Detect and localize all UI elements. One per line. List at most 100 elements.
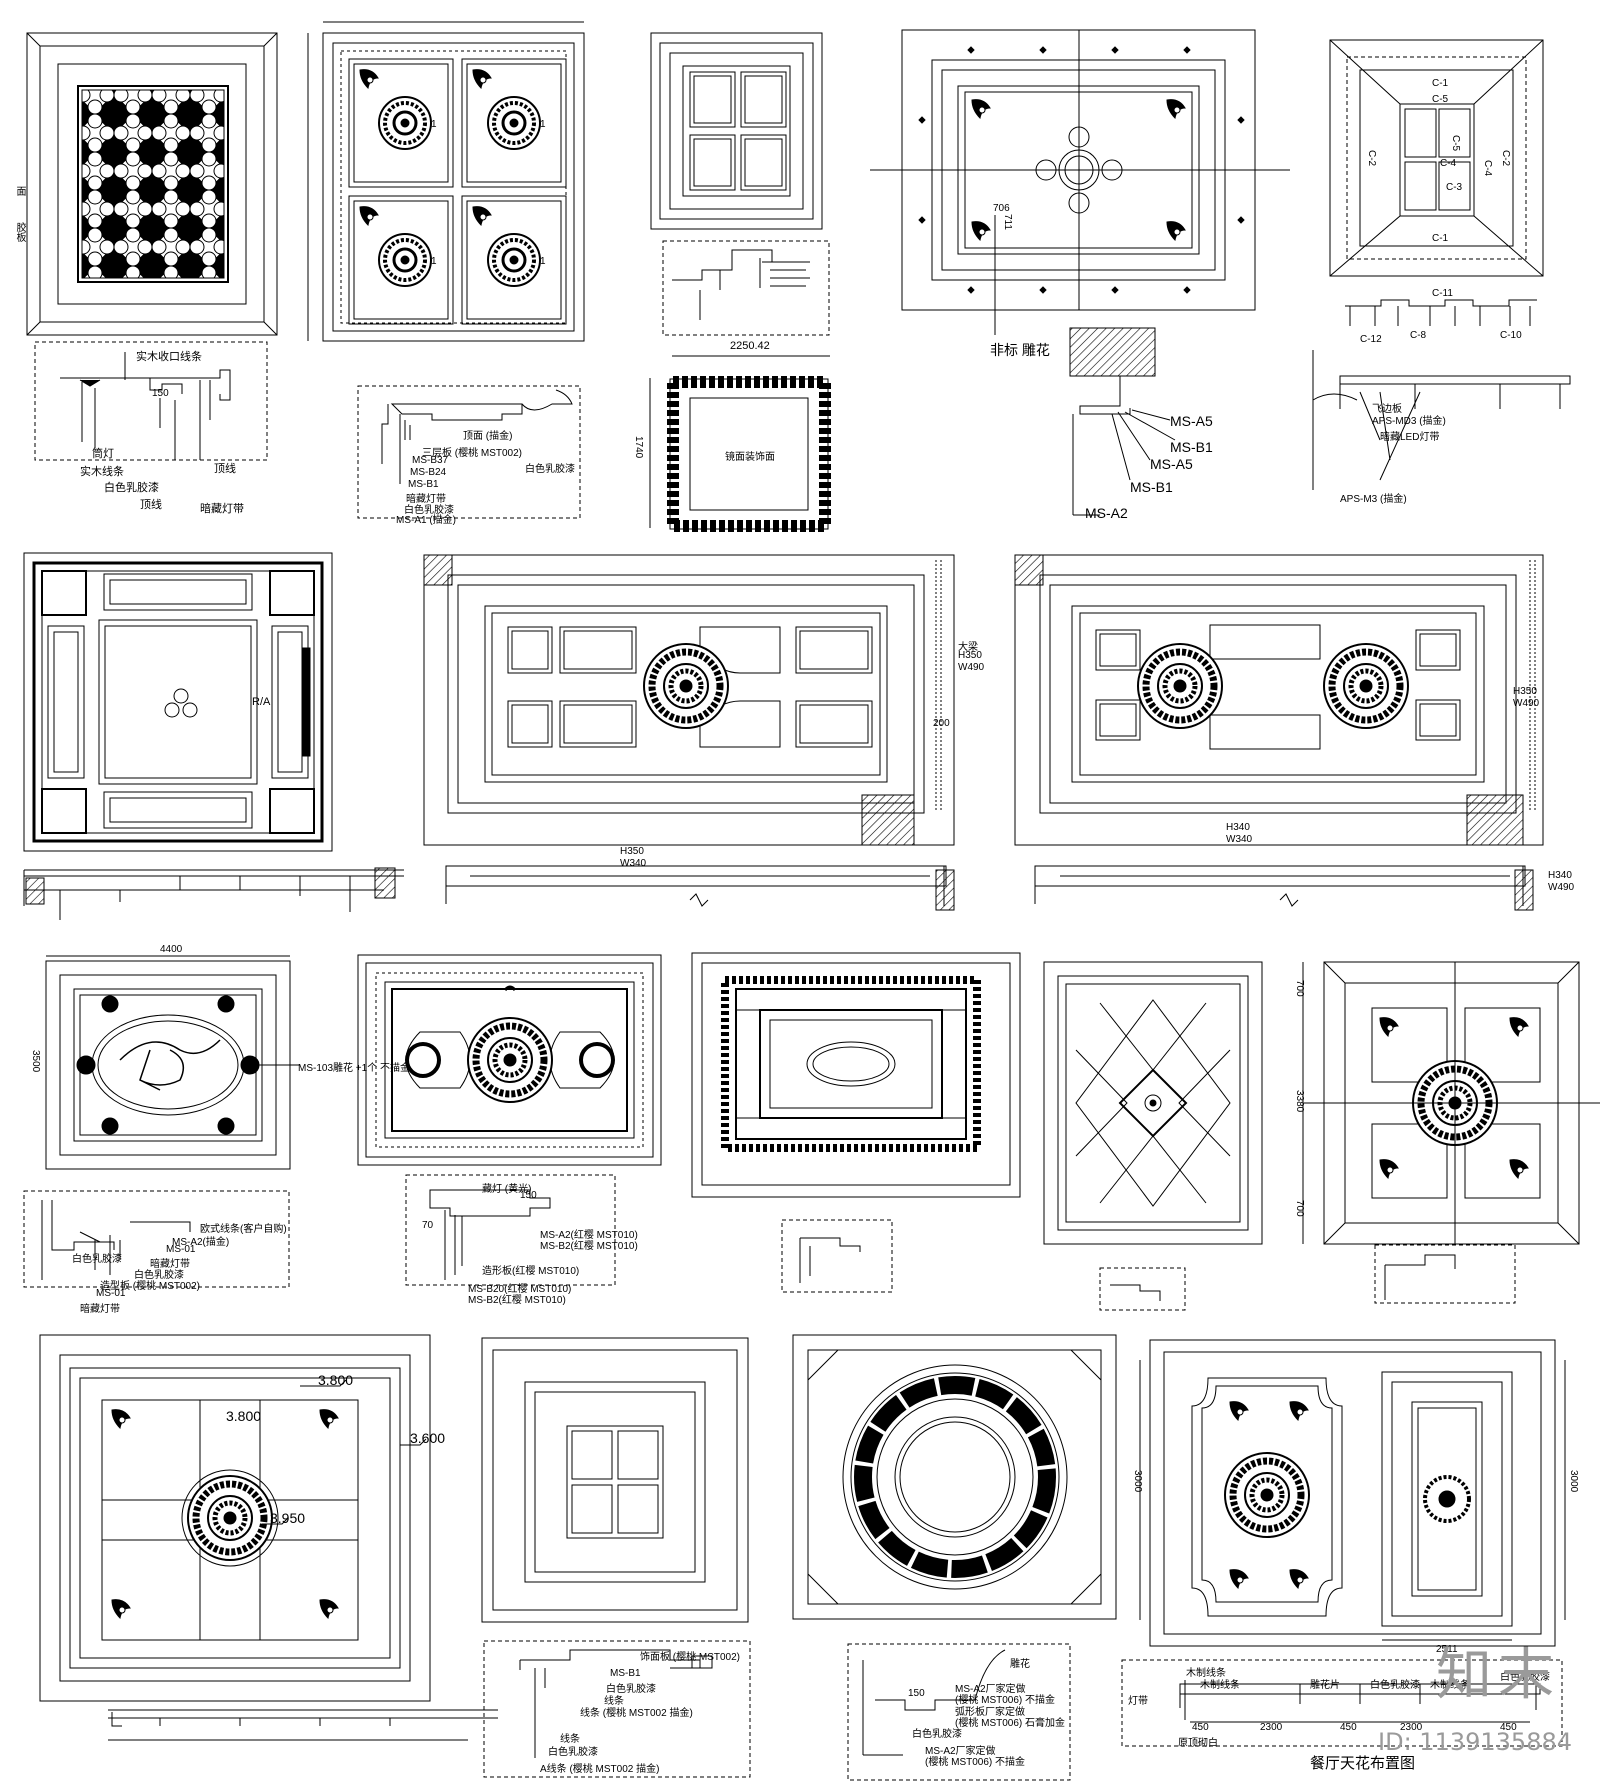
- num-1: 1: [431, 119, 437, 130]
- caption-dining-ceiling: 餐厅天花布置图: [1310, 1754, 1416, 1772]
- dim-706: 706: [993, 203, 1010, 214]
- section-elevation-coffer-detail: [108, 1709, 498, 1741]
- section-small-grid-detail: [483, 1640, 751, 1778]
- label-ms-a2-custom-b: MS-A2厂家定做: [925, 1746, 996, 1757]
- label-fly-board: 飞边板: [1372, 404, 1402, 415]
- section-square-classic-detail: [23, 867, 404, 920]
- label-carving: 雕花: [1010, 1659, 1030, 1670]
- label-cove-light: 藏灯 (黄光): [482, 1184, 532, 1195]
- label-ms-a2-red: MS-A2(红樱 MST010): [540, 1230, 638, 1241]
- dim-2250: 2250.42: [730, 340, 770, 352]
- dim-700-bottom: 700: [1294, 1200, 1305, 1217]
- label-ms-a2: MS-A2: [1085, 505, 1128, 521]
- dim-150: 150: [152, 388, 169, 399]
- label-ms103: MS-103雕花 +1个 不描金: [298, 1063, 410, 1074]
- panel-oval-mural-ceiling: [45, 955, 300, 1170]
- elevation-3800-b: 3.800: [226, 1408, 262, 1424]
- label-shaped-board: 造型板 (樱桃 MST002): [100, 1281, 201, 1292]
- label-b37: MS-B37: [412, 455, 449, 466]
- dim-150-c: 150: [908, 1688, 925, 1699]
- label-white-latex-e: 白色乳胶漆: [912, 1729, 962, 1740]
- dim-2511: 2511: [1436, 1644, 1458, 1655]
- panel-diamond-ceiling: [1043, 961, 1263, 1245]
- dim-450-a: 450: [1192, 1722, 1209, 1733]
- label-h340-b: H340: [1548, 870, 1572, 881]
- label-c11: C-11: [1432, 288, 1453, 299]
- dim-3500: 3500: [30, 1050, 41, 1073]
- label-c10: C-10: [1500, 330, 1522, 341]
- label-c5-b: C-5: [1432, 94, 1449, 105]
- panel-dining-ceiling: [1139, 1339, 1566, 1647]
- label-latex: 白色乳胶漆: [104, 482, 159, 494]
- dim-3380: 3380: [1294, 1090, 1305, 1113]
- dim-711: 711: [1002, 214, 1013, 230]
- label-line-a: 线条: [604, 1696, 624, 1707]
- label-b24: MS-B24: [410, 467, 447, 478]
- dim-200: 200: [933, 718, 950, 729]
- elevation-3800-a: 3.800: [318, 1372, 354, 1388]
- label-carved-piece: 雕花片: [1310, 1680, 1340, 1691]
- label-cherry-no-gild-b: (樱桃 MST006) 不描金: [925, 1757, 1026, 1768]
- label-solid-wood-trim: 实木收口线条: [136, 351, 202, 363]
- label-ms-b2-red: MS-B2(红樱 MST010): [540, 1241, 638, 1252]
- label-h340: H340: [1226, 822, 1250, 833]
- label-hidden-strip-b: 暗藏灯带: [80, 1304, 120, 1315]
- label-led-strip: 暗藏灯带: [200, 503, 244, 515]
- dim-700-top: 700: [1294, 980, 1305, 997]
- panel-lattice-ceiling: [26, 32, 278, 336]
- label-w490-b: W490: [1548, 882, 1575, 893]
- label-white-latex-g: 白色乳胶漆: [1500, 1672, 1550, 1683]
- label-mirror: 镜面装饰面: [725, 452, 775, 463]
- panel-rect-rosette-ceiling: [423, 554, 955, 846]
- label-non-standard-carving: 非标 雕花: [990, 342, 1050, 358]
- label-white-latex-f: 白色乳胶漆: [1370, 1680, 1420, 1691]
- section-four-rosette-detail: [357, 385, 581, 519]
- section-oval-rosette-detail: [405, 1174, 616, 1286]
- label-c4-b: C-4: [1482, 160, 1493, 177]
- label-latex-3: 白色乳胶漆: [525, 464, 575, 475]
- label-ms-01-b: MS-01: [96, 1288, 126, 1299]
- label-line-gilded: 线条 (樱桃 MST002 描金): [580, 1708, 693, 1719]
- asset-id: ID: 1139135884: [1378, 1728, 1572, 1756]
- label-white-latex-d: 白色乳胶漆: [548, 1747, 598, 1758]
- section-oval-mural-detail: [23, 1190, 290, 1288]
- label-three-layer: 三层板 (樱桃 MST002): [422, 448, 523, 459]
- panel-small-grid-ceiling: [481, 1337, 749, 1623]
- label-aps-md3: APS-MD3 (描金): [1372, 416, 1446, 427]
- label-side-2: 胶板: [14, 222, 25, 242]
- panel-square-classic-ceiling: [23, 552, 333, 852]
- section-grid-detail: [662, 240, 830, 336]
- dim-3000-left: 3000: [1132, 1470, 1143, 1493]
- section-carved-detail: [1069, 327, 1176, 516]
- label-shaped-board-red: 造形板(红樱 MST010): [482, 1266, 580, 1277]
- dim-3000-right: 3000: [1568, 1470, 1579, 1493]
- num-3: 1: [431, 256, 437, 267]
- label-c2-left: C-2: [1366, 150, 1377, 167]
- label-h350-c: H350: [1513, 686, 1537, 697]
- panel-grid-ceiling: [650, 32, 823, 230]
- dim-450-c: 450: [1500, 1722, 1517, 1733]
- panel-circular-ceiling: [792, 1334, 1117, 1620]
- label-downlight: 筒灯: [92, 448, 114, 460]
- panel-carved-oval-ceiling: [870, 29, 1290, 335]
- dim-1740: 1740: [633, 436, 644, 459]
- label-c2-right: C-2: [1500, 150, 1511, 167]
- num-2: 1: [540, 119, 546, 130]
- label-w340-c: W340: [1226, 834, 1253, 845]
- panel-double-rosette-ceiling: [1014, 554, 1544, 846]
- dim-150-b: 150: [520, 1190, 537, 1201]
- label-arc-board: 弧形板厂家定做: [955, 1707, 1025, 1718]
- label-beam: 大梁: [958, 642, 978, 653]
- label-c1-bottom: C-1: [1432, 233, 1449, 244]
- label-w340: W340: [620, 858, 647, 869]
- label-ms-b1-b: MS-B1: [1130, 479, 1173, 495]
- label-ms-b1-c: MS-B1: [610, 1668, 641, 1679]
- label-wood-line-a: 木制线条: [1186, 1668, 1226, 1679]
- panel-four-rosette-ceiling: [307, 21, 585, 342]
- dim-450-b: 450: [1340, 1722, 1357, 1733]
- elevation-3600: 3.600: [410, 1430, 446, 1446]
- label-c12: C-12: [1360, 334, 1382, 345]
- panel-oval-grid-ceiling: [691, 952, 1021, 1198]
- label-ms-a2-gilded: MS-A2(描金): [172, 1237, 230, 1248]
